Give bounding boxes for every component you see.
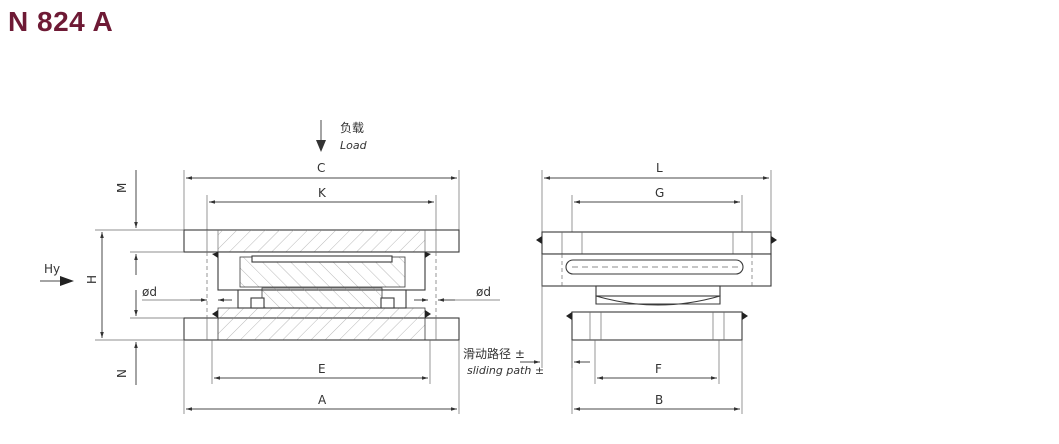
dim-d-left: ød (142, 285, 232, 302)
sliding-path: 滑动路径 ± sliding path ± (463, 254, 590, 377)
dim-N-label: N (115, 369, 129, 378)
section-view: 负载 Load C K (40, 120, 500, 414)
load-label-cn: 负载 (340, 121, 364, 135)
dim-d-right-label: ød (476, 285, 491, 299)
side-view: L G (463, 161, 777, 414)
dim-A: A (183, 340, 460, 414)
force-hy-label: Hy (44, 262, 60, 276)
dim-G-label: G (655, 186, 664, 200)
dim-N: N (115, 290, 184, 385)
dim-C-label: C (317, 161, 325, 175)
dim-G: G (571, 186, 743, 232)
dim-L: L (541, 161, 772, 232)
load-arrow (316, 120, 326, 152)
dim-B-label: B (655, 393, 663, 407)
dim-F: F (594, 352, 720, 384)
dim-M-label: M (115, 183, 129, 193)
product-title: N 824 A (8, 6, 114, 37)
dim-M: M (115, 170, 184, 275)
dim-H: H (85, 229, 184, 341)
dim-H-label: H (85, 275, 99, 284)
dim-E-label: E (318, 362, 326, 376)
dim-E: E (211, 352, 431, 384)
load-label-en: Load (340, 139, 368, 152)
dim-B: B (571, 340, 743, 414)
dim-K-label: K (318, 186, 327, 200)
dim-d-left-label: ød (142, 285, 157, 299)
dim-C: C (183, 161, 460, 230)
sliding-path-cn: 滑动路径 ± (463, 346, 525, 361)
dim-L-label: L (656, 161, 663, 175)
dim-d-right: ød (414, 285, 500, 302)
dim-K: K (206, 186, 437, 230)
force-hy: Hy (40, 262, 74, 286)
sliding-path-en: sliding path ± (467, 364, 544, 377)
dim-A-label: A (318, 393, 327, 407)
dim-F-label: F (655, 362, 662, 376)
